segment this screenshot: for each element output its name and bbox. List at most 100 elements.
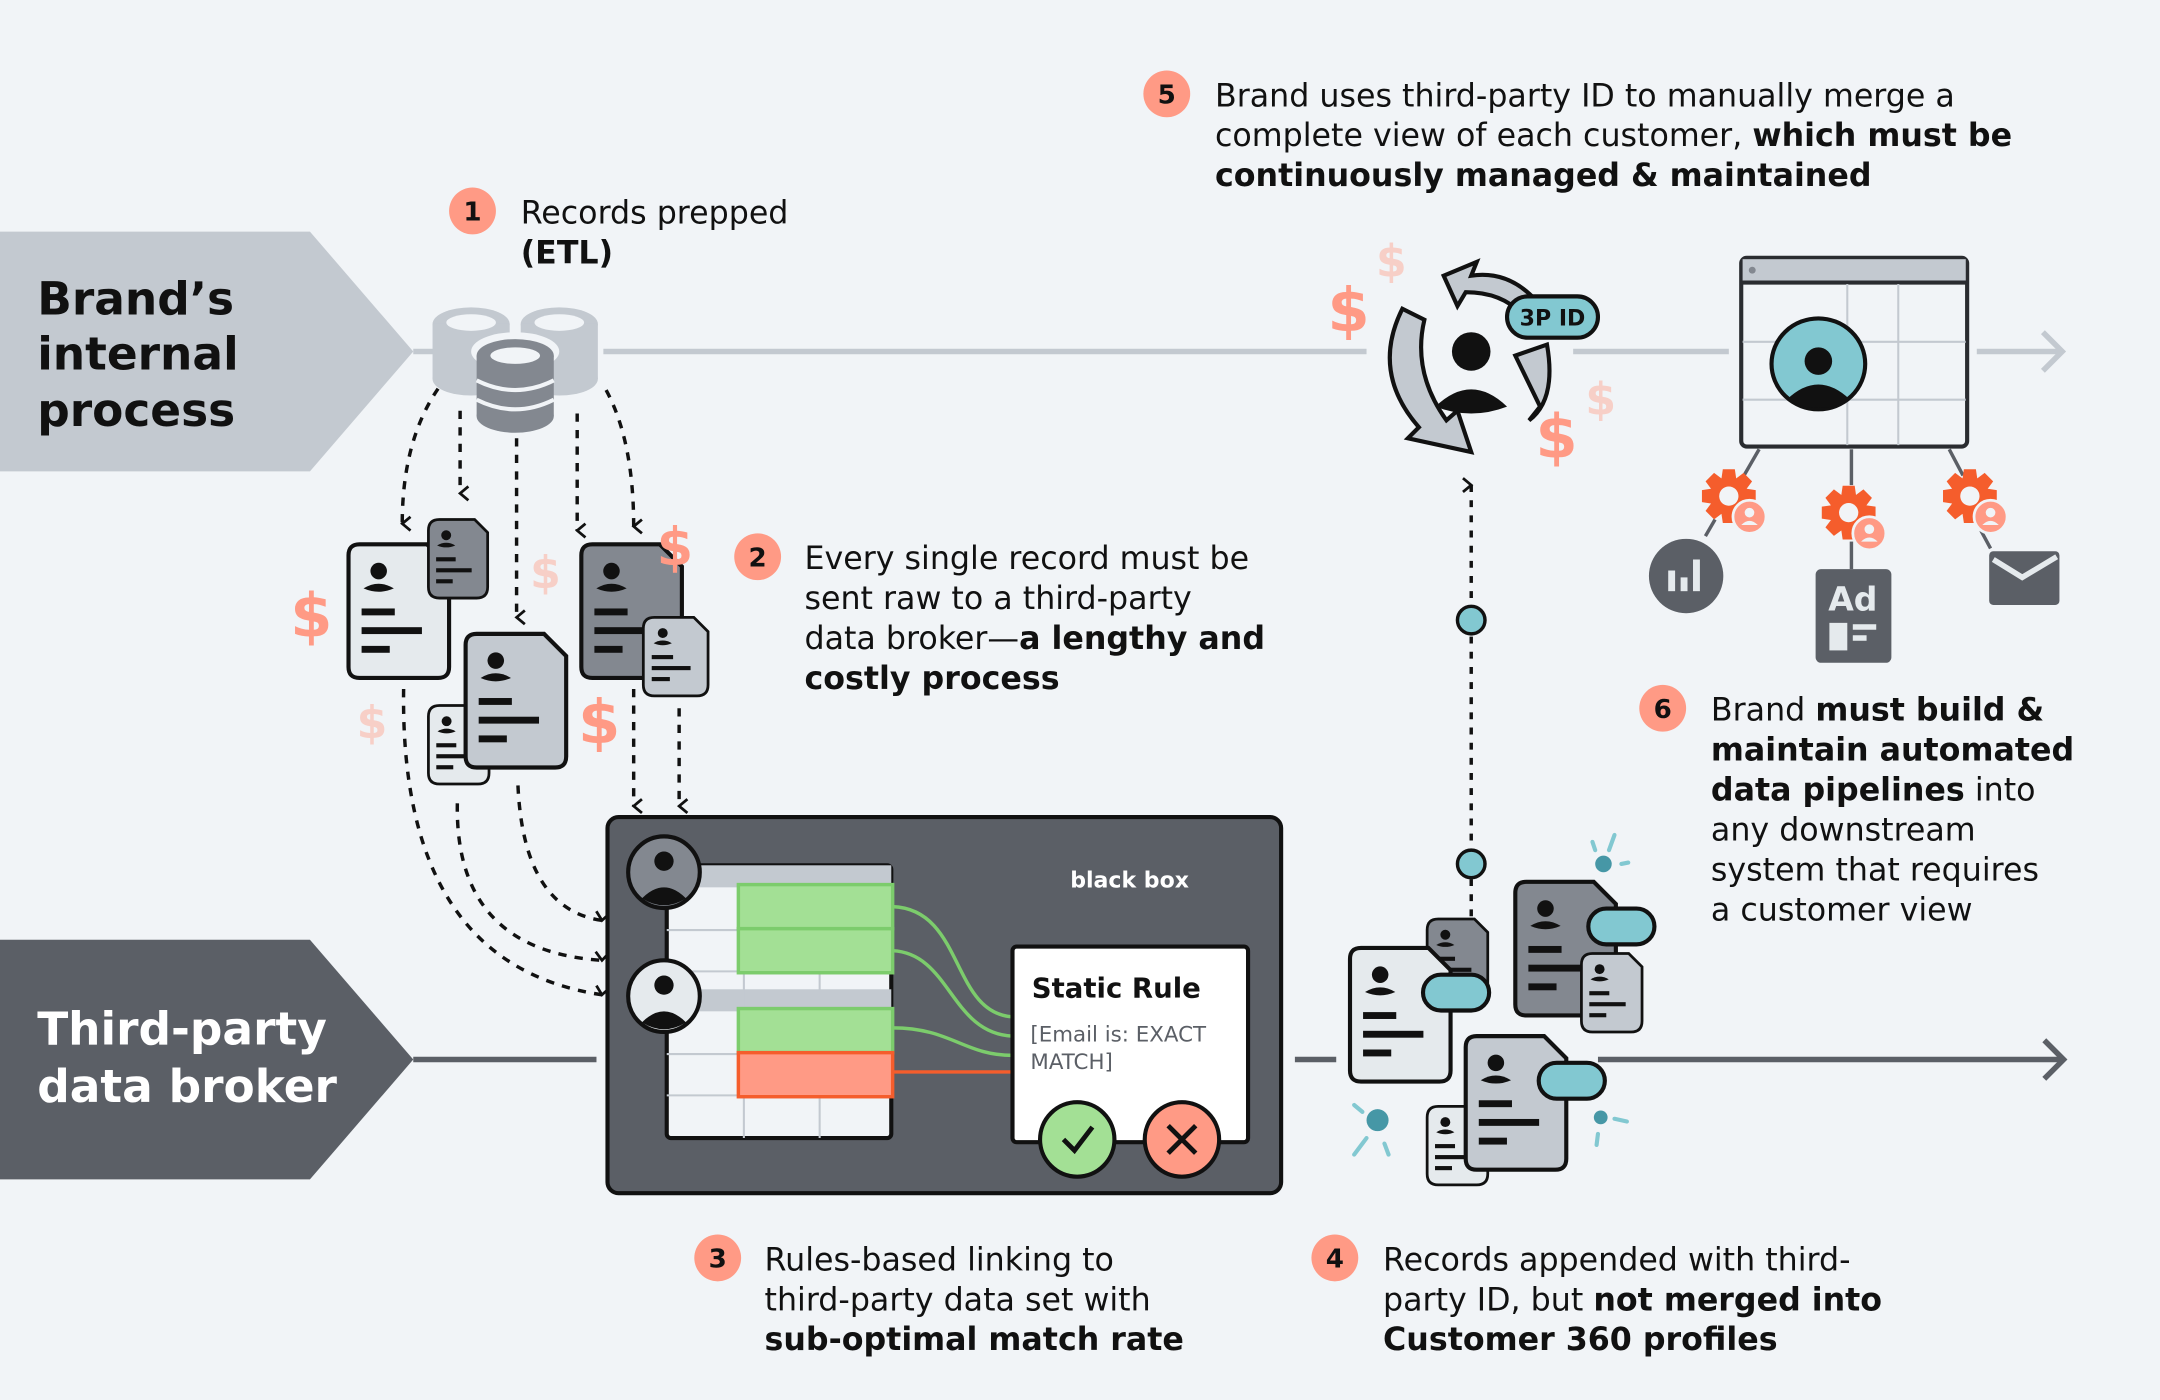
step-text-span: Brand <box>1711 693 1815 729</box>
lane-internal-title-3: process <box>37 384 235 437</box>
step-text-span: Brand uses third-party ID to manually me… <box>1215 78 1955 114</box>
avatar-icon <box>626 958 702 1035</box>
step-text-line: data broker—a lengthy and <box>804 621 1265 657</box>
static-rule-line1: [Email is: EXACT <box>1030 1023 1207 1048</box>
cost-dollar-icons: $$$$$$$$$ <box>290 237 1616 758</box>
step-text-span: third-party data set with <box>765 1282 1151 1318</box>
manual-merge-cycle-icon: 3P ID <box>1387 258 1601 455</box>
step-badge: 1 <box>449 187 496 235</box>
step-badge: 2 <box>734 533 782 581</box>
step-text-line: sub-optimal match rate <box>765 1322 1184 1358</box>
lane-internal-banner <box>0 231 414 472</box>
avatar-icon <box>626 834 702 911</box>
x-icon <box>1142 1100 1222 1179</box>
step-text-line: Brand must build & <box>1711 693 2044 729</box>
badge-3p-id <box>1504 294 1601 340</box>
step-text-span: Records appended with third- <box>1383 1242 1850 1278</box>
step-text-span: a lengthy and <box>1019 621 1265 657</box>
dollar-icon: $ <box>657 517 693 578</box>
document-icon <box>427 518 490 600</box>
step-number: 6 <box>1654 695 1672 725</box>
step-number: 2 <box>749 543 767 573</box>
step-text-line: sent raw to a third-party <box>804 581 1191 617</box>
merge-flow <box>1455 477 1487 917</box>
step-text-line: Rules-based linking to <box>765 1242 1114 1278</box>
dollar-icon: $ <box>578 688 620 758</box>
step-text-span: costly process <box>804 661 1059 697</box>
record-flow-arrows <box>400 387 689 997</box>
arrow-head-icon <box>2040 330 2067 373</box>
static-rule-line2: MATCH] <box>1030 1050 1112 1075</box>
step-text-line: data pipelines into <box>1711 773 2036 809</box>
step-number: 3 <box>709 1245 727 1275</box>
step-text-line: continuously managed & maintained <box>1215 158 1871 194</box>
step-text-line: any downstream <box>1711 813 1976 849</box>
step-text-span: any downstream <box>1711 813 1976 849</box>
analytics-icon <box>1648 538 1724 614</box>
step-text-line: complete view of each customer, which mu… <box>1215 118 2012 154</box>
step-text-span: sent raw to a third-party <box>804 581 1191 617</box>
step-5: 5 Brand uses third-party ID to manually m… <box>1143 70 2012 194</box>
pipeline-gears <box>1701 469 2009 552</box>
step-text-span: into <box>1965 773 2036 809</box>
step-text-span: data broker— <box>804 621 1019 657</box>
step-badge: 6 <box>1639 684 1687 732</box>
step-text-span: (ETL) <box>521 235 613 271</box>
lane-broker-title-1: Third-party <box>37 1002 327 1055</box>
document-icon <box>463 631 569 770</box>
record-documents <box>346 518 710 786</box>
step-text-span: must build & <box>1815 693 2044 729</box>
step-text-line: a customer view <box>1711 892 1973 928</box>
arrow-head-icon <box>2042 1038 2068 1081</box>
step-text-span: party ID, but <box>1383 1282 1593 1318</box>
badge-3p-id-label: 3P ID <box>1520 306 1586 331</box>
flow-node <box>1455 848 1487 880</box>
step-text-line: (ETL) <box>521 235 613 271</box>
step-4: 4 Records appended with third-party ID, b… <box>1311 1234 1882 1358</box>
step-text-span: complete view of each customer, <box>1215 118 1752 154</box>
lane-broker-title-2: data broker <box>37 1060 337 1113</box>
matched-field <box>736 1006 895 1055</box>
step-2: 2 Every single record must be sent raw to … <box>734 533 1265 697</box>
user-badge-icon <box>1731 498 1768 535</box>
gear-icon <box>1701 469 1768 535</box>
step-text-line: system that requires <box>1711 852 2039 888</box>
step-text-span: Customer 360 profiles <box>1383 1322 1778 1358</box>
step-number: 1 <box>463 198 481 228</box>
step-text-line: Records appended with third- <box>1383 1242 1850 1278</box>
step-text-span: Records prepped <box>521 195 789 231</box>
step-text-span: which must be <box>1752 118 2012 154</box>
dollar-icon: $ <box>357 698 388 749</box>
unmatched-field <box>736 1050 895 1099</box>
step-text-span: system that requires <box>1711 852 2039 888</box>
dollar-icon: $ <box>1328 276 1370 346</box>
step-text-line: Every single record must be <box>804 541 1249 577</box>
step-text-line: maintain automated <box>1711 733 2074 769</box>
customer-profile-window <box>1703 255 1993 570</box>
gear-icon <box>1943 469 2009 535</box>
step-annotations: 1 Records prepped (ETL) 2 Every single recor… <box>449 70 2074 1358</box>
document-icon <box>1580 952 1644 1034</box>
step-text-span: continuously managed & maintained <box>1215 158 1871 194</box>
step-3: 3 Rules-based linking to third-party data … <box>694 1234 1184 1358</box>
step-text-span: Every single record must be <box>804 541 1249 577</box>
dollar-icon: $ <box>1585 374 1616 425</box>
step-number: 5 <box>1158 81 1176 111</box>
step-6: 6 Brand must build & maintain automated dat… <box>1639 684 2074 928</box>
black-box-label: black box <box>1070 868 1189 893</box>
check-icon <box>1037 1100 1117 1179</box>
dollar-icon: $ <box>530 548 561 599</box>
step-text-line: third-party data set with <box>765 1282 1151 1318</box>
third-party-id-tag <box>1586 906 1657 947</box>
lane-broker-banner <box>0 939 414 1180</box>
step-badge: 4 <box>1311 1234 1359 1282</box>
lane-internal: Brand’s internal process <box>0 231 2067 472</box>
dollar-icon: $ <box>1536 403 1578 473</box>
database-icon <box>432 307 598 433</box>
third-party-id-tag <box>1536 1060 1607 1101</box>
matched-field <box>736 926 895 975</box>
document-icon <box>1463 1034 1607 1172</box>
step-text-line: Records prepped <box>521 195 789 231</box>
profile-avatar-icon <box>1769 316 1868 412</box>
